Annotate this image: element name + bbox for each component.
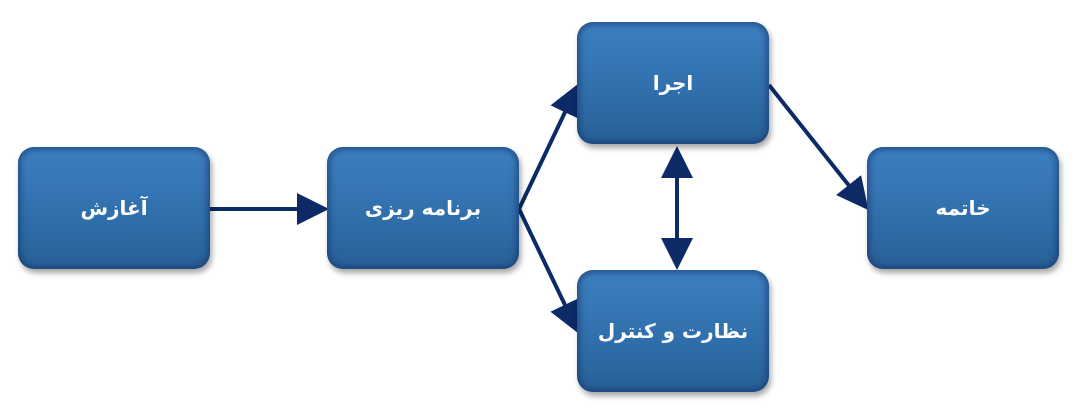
node-label: آغازش [80,196,148,220]
node-monitoring: نظارت و کنترل [577,270,769,392]
node-start: آغازش [18,147,210,269]
node-closing: خاتمه [867,147,1059,269]
node-label: برنامه ریزی [364,196,482,220]
node-label: نظارت و کنترل [597,319,749,343]
node-label: خاتمه [935,196,991,220]
node-execution: اجرا [577,22,769,144]
arrow-planning-to-execution [517,83,580,210]
arrow-planning-to-monitoring [517,208,580,334]
node-label: اجرا [652,71,694,95]
node-planning: برنامه ریزی [327,147,519,269]
arrow-execution-to-closing [767,83,869,211]
